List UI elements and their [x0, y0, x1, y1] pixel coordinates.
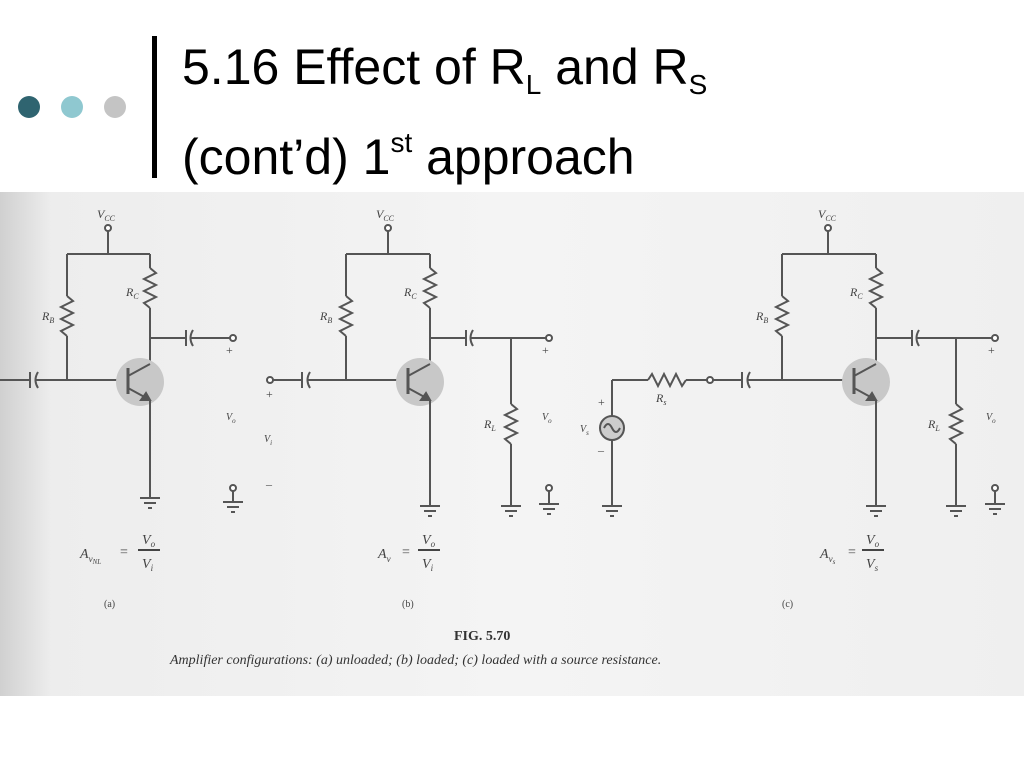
dark-teal-dot	[18, 96, 40, 118]
panel-c-plus-src: +	[598, 395, 605, 409]
panel-c-vs-label: Vs	[580, 424, 589, 437]
title-line-1: 5.16 Effect of RL and RS	[182, 39, 708, 100]
panel-c-tag: (c)	[782, 599, 793, 610]
light-teal-dot	[61, 96, 83, 118]
panel-b-gain-num: Vo	[422, 533, 436, 549]
panel-c-rl-label: RL	[927, 417, 940, 433]
panel-b-rl-label: RL	[483, 417, 496, 433]
panel-a-vcc-label: VCC	[97, 207, 116, 223]
panel-b-rc-label: RC	[403, 285, 417, 301]
panel-c-gain-den: Vs	[866, 557, 879, 573]
slide-title: 5.16 Effect of RL and RS (cont’d) 1st ap…	[182, 38, 707, 186]
circuit-figure: VCC RB RC + Vo AvNL = Vo Vi (a) VCC RB R…	[0, 192, 1024, 696]
panel-b-tag: (b)	[402, 599, 414, 610]
panel-b-eq: =	[402, 545, 410, 560]
panel-c-rs-label: Rs	[655, 391, 666, 407]
grey-dot	[104, 96, 126, 118]
panel-b-plus-out: +	[542, 343, 549, 357]
panel-c-vcc-label: VCC	[818, 207, 837, 223]
panel-a-rb-label: RB	[41, 309, 54, 325]
panel-c-rc-label: RC	[849, 285, 863, 301]
panel-b-plus-in: +	[266, 387, 273, 401]
panel-c-vo-label: Vo	[986, 412, 996, 425]
panel-c-minus-src: –	[597, 443, 605, 457]
panel-a-rc-label: RC	[125, 285, 139, 301]
panel-c-eq: =	[848, 545, 856, 560]
panel-b-rb-label: RB	[319, 309, 332, 325]
panel-a-vo-label: Vo	[226, 412, 236, 425]
circuit-diagram: VCC RB RC + Vo AvNL = Vo Vi (a) VCC RB R…	[0, 192, 1024, 696]
title-line-2: (cont’d) 1st approach	[182, 127, 635, 185]
panel-c-plus-out: +	[988, 343, 995, 357]
panel-a-circuit	[0, 224, 243, 513]
figure-number: FIG. 5.70	[454, 629, 510, 644]
panel-a-gain-den: Vi	[142, 557, 154, 573]
panel-c-circuit	[599, 224, 1005, 517]
panel-a-gain-num: Vo	[142, 533, 156, 549]
panel-b-minus-in: –	[265, 477, 273, 491]
panel-b-gain-den: Vi	[422, 557, 434, 573]
decorative-dots	[18, 96, 138, 118]
panel-b-gain-lhs: Av	[377, 547, 391, 564]
panel-b-vo-label: Vo	[542, 412, 552, 425]
panel-a-gain-lhs: AvNL	[79, 547, 101, 566]
panel-b-vi-label: Vi	[264, 434, 272, 447]
panel-b-vcc-label: VCC	[376, 207, 395, 223]
figure-caption: Amplifier configurations: (a) unloaded; …	[169, 653, 661, 668]
panel-c-gain-lhs: Avs	[819, 547, 836, 566]
title-divider-bar	[152, 36, 157, 178]
panel-a-plus: +	[226, 343, 233, 357]
panel-c-rb-label: RB	[755, 309, 768, 325]
panel-b-circuit	[266, 224, 559, 517]
panel-a-tag: (a)	[104, 599, 115, 610]
panel-a-eq: =	[120, 545, 128, 560]
panel-c-gain-num: Vo	[866, 533, 880, 549]
